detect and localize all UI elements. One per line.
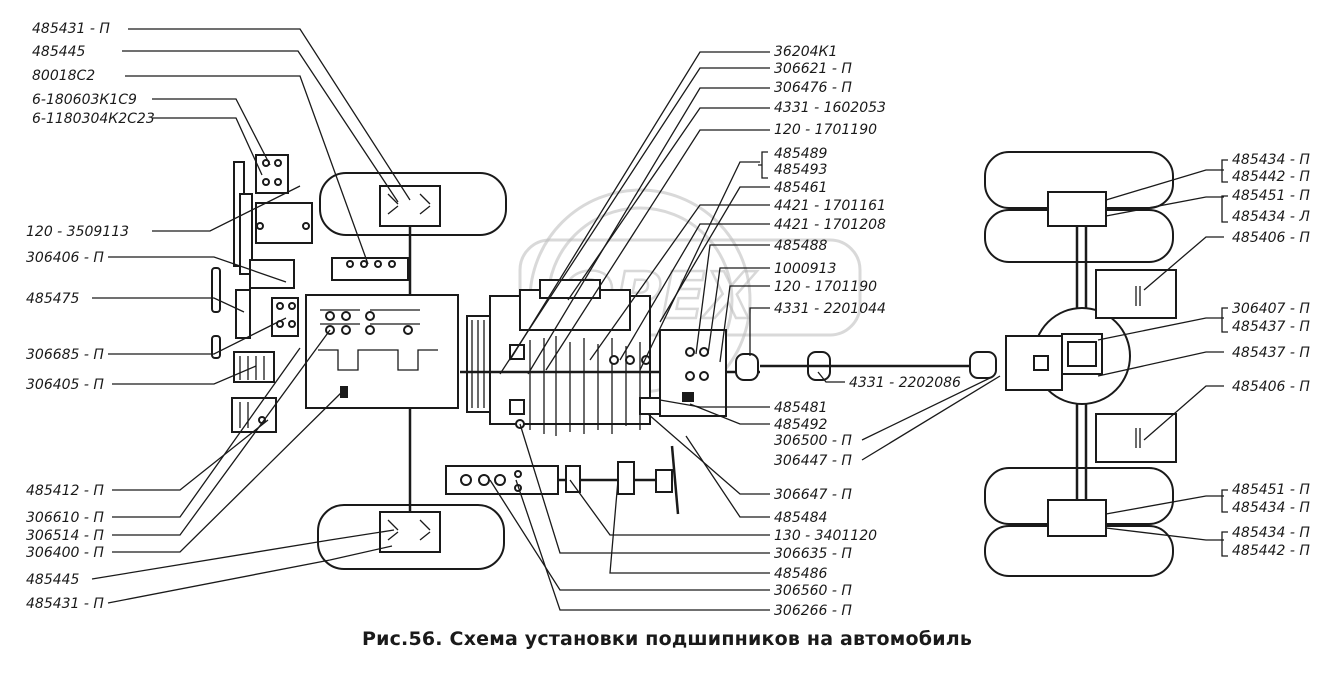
label-center-21: 130 - 3401120: [774, 528, 877, 544]
label-center-3: 4331 - 1602053: [774, 100, 886, 116]
front-hub-bottom: [379, 511, 441, 553]
label-right-10: 485434 - П: [1232, 500, 1310, 516]
fan-drive: [255, 202, 313, 244]
label-center-15: 485481: [774, 400, 827, 416]
figure-caption: Рис.56. Схема установки подшипников на а…: [361, 628, 973, 650]
label-center-7: 485461: [774, 180, 827, 196]
label-right-12: 485442 - П: [1232, 543, 1310, 559]
generator-rod: [211, 267, 221, 313]
clutch: [466, 315, 492, 413]
front-hub-top: [379, 185, 441, 227]
label-center-24: 306560 - П: [774, 583, 852, 599]
rear-hub-top: [1047, 191, 1107, 227]
label-center-25: 306266 - П: [774, 603, 852, 619]
right-labels: 485434 - П 485442 - П 485451 - П 485434 …: [1232, 152, 1310, 559]
label-right-2: 485451 - П: [1232, 188, 1310, 204]
leader-lines: [91, 28, 1224, 611]
label-right-7: 485437 - П: [1232, 345, 1310, 361]
label-center-0: 36204К1: [774, 44, 837, 60]
label-center-18: 306447 - П: [774, 453, 852, 469]
left-labels: 485431 - П 485445 80018С2 6-180603К1С9 6…: [26, 21, 155, 612]
label-center-13: 4331 - 2201044: [774, 301, 886, 317]
label-right-9: 485451 - П: [1232, 482, 1310, 498]
label-left-14: 485445: [26, 572, 80, 588]
label-left-13: 306400 - П: [26, 545, 104, 561]
label-left-11: 306610 - П: [26, 510, 104, 526]
label-center-20: 485484: [774, 510, 827, 526]
label-left-0: 485431 - П: [32, 21, 110, 37]
label-center-10: 485488: [774, 238, 828, 254]
label-center-9: 4421 - 1701208: [774, 217, 886, 233]
label-brackets: [758, 151, 1228, 557]
label-right-11: 485434 - П: [1232, 525, 1310, 541]
label-right-3: 485434 - Л: [1232, 209, 1310, 225]
water-pump: [255, 154, 289, 194]
label-center-6: 485493: [774, 162, 827, 178]
label-left-6: 306406 - П: [26, 250, 104, 266]
label-center-11: 1000913: [774, 261, 836, 277]
front-section: [211, 154, 507, 570]
label-center-19: 306647 - П: [774, 487, 852, 503]
label-center-8: 4421 - 1701161: [774, 198, 886, 214]
steering-column-joint: [617, 461, 635, 495]
label-center-1: 306621 - П: [774, 61, 852, 77]
label-center-17: 306500 - П: [774, 433, 852, 449]
label-center-22: 306635 - П: [774, 546, 852, 562]
pump-unit: [331, 257, 409, 281]
label-right-4: 485406 - П: [1232, 230, 1310, 246]
label-right-1: 485442 - П: [1232, 169, 1310, 185]
label-left-10: 485412 - П: [26, 483, 104, 499]
label-center-4: 120 - 1701190: [774, 122, 877, 138]
rear-hub-bottom: [1047, 499, 1107, 537]
label-right-8: 485406 - П: [1232, 379, 1310, 395]
center-labels: 36204К1 306621 - П 306476 - П 4331 - 160…: [774, 44, 961, 619]
label-center-2: 306476 - П: [774, 80, 852, 96]
label-left-9: 306405 - П: [26, 377, 104, 393]
label-left-1: 485445: [32, 44, 86, 60]
label-center-23: 485486: [774, 566, 828, 582]
label-right-0: 485434 - П: [1232, 152, 1310, 168]
rear-section: [969, 151, 1177, 577]
label-right-5: 306407 - П: [1232, 301, 1310, 317]
label-left-3: 6-180603К1С9: [32, 92, 137, 108]
steering-joint: [565, 465, 581, 493]
label-left-4: 6-1180304К2С23: [32, 111, 155, 127]
label-center-12: 120 - 1701190: [774, 279, 877, 295]
label-left-2: 80018С2: [32, 68, 95, 84]
pulley-stack: [235, 289, 251, 339]
tensioner: [231, 397, 277, 433]
label-left-8: 306685 - П: [26, 347, 104, 363]
center-section: [445, 279, 980, 515]
label-left-7: 485475: [26, 291, 80, 307]
compressor: [249, 259, 295, 289]
label-left-12: 306514 - П: [26, 528, 104, 544]
label-left-15: 485431 - П: [26, 596, 104, 612]
label-center-5: 485489: [774, 146, 828, 162]
label-center-14: 4331 - 2202086: [849, 375, 961, 391]
label-left-5: 120 - 3509113: [26, 224, 129, 240]
label-right-6: 485437 - П: [1232, 319, 1310, 335]
label-center-16: 485492: [774, 417, 828, 433]
gear-stack: [529, 336, 641, 436]
rear-u-joint: [969, 351, 997, 379]
u-joint-1: [735, 353, 759, 381]
